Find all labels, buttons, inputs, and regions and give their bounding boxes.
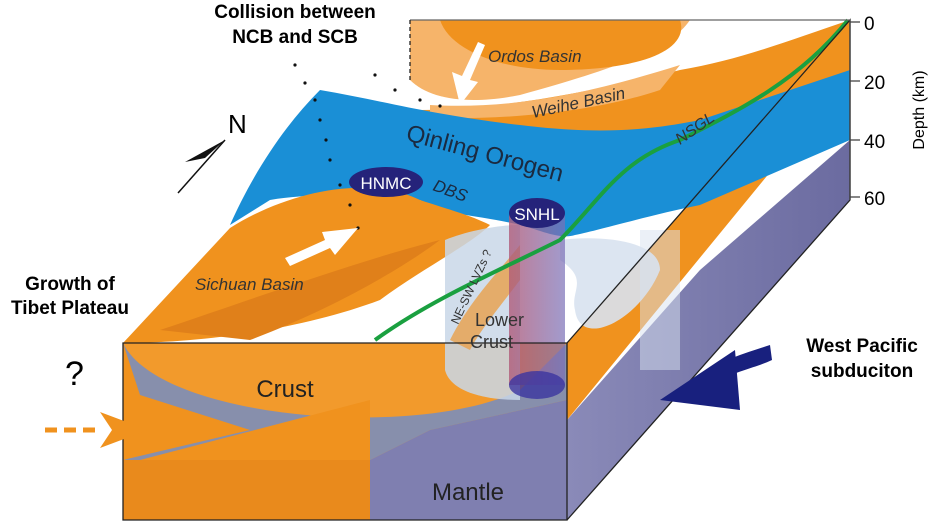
nsgl-line [373,18,850,342]
north-label: N [228,109,247,139]
mantle-label: Mantle [432,479,504,506]
hnmc-label: HNMC [361,174,412,193]
ordos-orange [440,20,682,70]
hnmc-ellipse [349,167,423,197]
depth-tick-20: 20 [864,73,885,94]
ordos-basin-label: Ordos Basin [488,47,582,66]
pacific-label-1: West Pacific [806,336,918,357]
front-face-mantle [370,400,567,520]
question-mark: ? [65,355,84,393]
crust-label: Crust [256,376,314,403]
depth-tick-40: 40 [864,132,885,153]
collision-label-1: Collision between [214,2,376,23]
right-face-mantle [567,140,850,520]
tibet-label-2: Tibet Plateau [11,298,129,319]
depth-axis [849,20,860,200]
lower-crust-light [560,238,660,329]
tibet-label-1: Growth of [25,274,115,295]
pacific-label-2: subduciton [811,361,913,382]
snhl-ellipse [509,198,565,228]
vertical-window [640,230,680,370]
sichuan-basin [123,187,490,343]
weihe-light [430,65,680,119]
sichuan-shadow [160,240,440,340]
depth-tick-0: 0 [864,14,875,35]
sichuan-arrow-icon [285,228,358,266]
pacific-subduction-arrow-icon [660,345,772,410]
lvz-band [450,245,520,350]
depth-axis-title: Depth (km) [911,70,928,149]
north-arrow-icon: N [177,109,247,194]
tibet-push-arrow-icon [45,412,148,448]
lower-crust-label-2: Crust [470,332,513,352]
depth-tick-60: 60 [864,189,885,210]
sichuan-basin-label: Sichuan Basin [195,275,304,294]
front-face-bottom-band [123,460,370,520]
snhl-label: SNHL [514,205,559,224]
snhl-column-base [509,371,565,399]
collision-dotted-line [293,63,442,230]
collision-label-2: NCB and SCB [232,27,358,48]
ordos-arrow-icon [452,42,485,105]
lower-crust-label-1: Lower [475,310,524,330]
